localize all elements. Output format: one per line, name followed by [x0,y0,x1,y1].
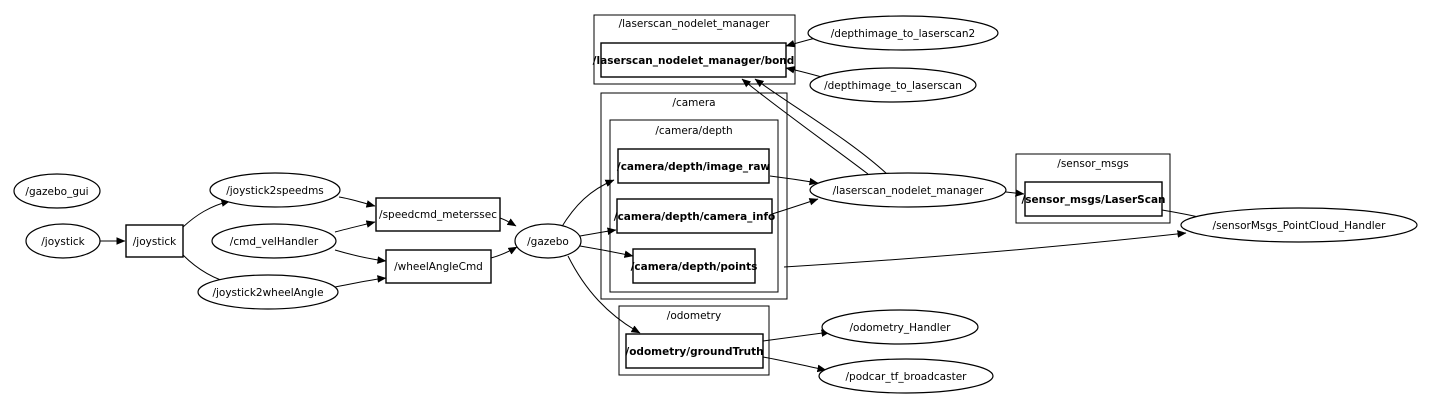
cluster-laserscan-nodelet-manager: /laserscan_nodelet_manager [593,14,796,85]
topic-laserscan-bond[interactable]: /laserscan_nodelet_manager/bond [593,42,795,78]
topic-label: /camera/depth/image_raw [617,161,771,173]
topic-label: /camera/depth/camera_info [614,211,776,223]
topic-label: /laserscan_nodelet_manager/bond [593,55,795,67]
node-label: /cmd_velHandler [230,236,319,248]
node-odometry-handler[interactable]: /odometry_Handler [821,309,979,345]
node-label: /odometry_Handler [850,322,952,334]
edge-cmdvel-to-wheelanglecmd [334,249,387,264]
cluster-label-laserscan-nodelet-manager: /laserscan_nodelet_manager [619,18,771,30]
node-label: /depthimage_to_laserscan [824,80,962,92]
topic-label: /sensor_msgs/LaserScan [1021,194,1165,206]
node-label: /sensorMsgs_PointCloud_Handler [1213,220,1387,232]
topic-speedcmd-meterssec[interactable]: /speedcmd_meterssec [375,197,501,232]
node-label: /joystick [41,236,85,248]
node-label: /gazebo_gui [25,186,88,198]
node-label: /depthimage_to_laserscan2 [831,28,975,40]
edge-gazebo-to-image-raw [560,179,615,229]
edge-camera-info-to-manager [771,198,819,215]
node-depthimage-to-laserscan[interactable]: /depthimage_to_laserscan [809,67,977,103]
topic-odometry-groundtruth[interactable]: /odometry/groundTruth [625,333,764,369]
topic-label: /joystick [133,236,177,248]
edge-gazebo-to-groundtruth [567,255,641,334]
node-label: /gazebo [527,236,569,248]
topic-label: /camera/depth/points [631,261,758,273]
topic-label: /odometry/groundTruth [625,346,763,358]
node-podcar-tf-broadcaster[interactable]: /podcar_tf_broadcaster [818,358,994,394]
edge-bond-to-manager-1 [741,78,869,175]
node-cmd-velhandler[interactable]: /cmd_velHandler [211,223,337,259]
edge-groundtruth-to-tf-broadcaster [762,356,827,373]
topic-label: /wheelAngleCmd [394,261,483,273]
node-joystick[interactable]: /joystick [25,223,101,259]
node-label: /laserscan_nodelet_manager [833,185,985,197]
edges [99,32,1213,373]
edge-image-raw-to-manager [769,175,819,186]
edge-joystick2wheelangle-to-wheelanglecmd [334,275,387,288]
node-joystick2wheelangle[interactable]: /joystick2wheelAngle [197,274,339,310]
topic-label: /speedcmd_meterssec [379,209,497,221]
cluster-label-camera: /camera [672,97,715,109]
topic-camera-depth-points[interactable]: /camera/depth/points [631,248,758,284]
topic-joystick[interactable]: /joystick [125,224,184,258]
cluster-camera-depth: /camera/depth [609,119,779,293]
edge-bond-to-manager-2 [754,78,888,175]
cluster-label-camera-depth: /camera/depth [655,125,732,137]
node-label: /podcar_tf_broadcaster [846,371,968,383]
node-label: /joystick2speedms [226,185,324,197]
edge-manager-to-laserscan [1005,189,1025,197]
topic-camera-depth-camera-info[interactable]: /camera/depth/camera_info [614,198,776,234]
edge-joystick2speedms-to-speedcmd [338,196,376,208]
edge-topic-to-joystick2speedms [182,199,231,228]
cluster-sensor-msgs: /sensor_msgs [1015,153,1171,224]
node-depthimage-to-laserscan2[interactable]: /depthimage_to_laserscan2 [807,15,999,51]
topic-wheelanglecmd[interactable]: /wheelAngleCmd [385,249,492,284]
node-laserscan-nodelet-manager[interactable]: /laserscan_nodelet_manager [809,172,1007,208]
node-joystick2speedms[interactable]: /joystick2speedms [209,172,341,208]
cluster-camera: /camera [600,92,788,300]
edge-wheelanglecmd-to-gazebo [490,246,518,259]
topic-sensor-msgs-laserscan[interactable]: /sensor_msgs/LaserScan [1021,181,1166,217]
node-gazebo[interactable]: /gazebo [514,223,582,259]
cluster-label-sensor-msgs: /sensor_msgs [1057,158,1128,170]
node-label: /joystick2wheelAngle [212,287,323,299]
edge-cmdvel-to-speedcmd [334,220,376,233]
node-gazebo-gui[interactable]: /gazebo_gui [13,173,101,209]
cluster-label-odometry: /odometry [667,310,721,322]
edge-speedcmd-to-gazebo [499,217,517,227]
edge-gazebo-to-camera-info [579,227,617,237]
edge-groundtruth-to-odometry-handler [762,329,831,342]
node-sensormsgs-pointcloud-handler[interactable]: /sensorMsgs_PointCloud_Handler [1180,207,1418,243]
edge-gazebo-to-points [579,245,634,258]
edge-points-to-pointcloud [783,230,1187,268]
topic-camera-depth-image-raw[interactable]: /camera/depth/image_raw [617,148,771,184]
